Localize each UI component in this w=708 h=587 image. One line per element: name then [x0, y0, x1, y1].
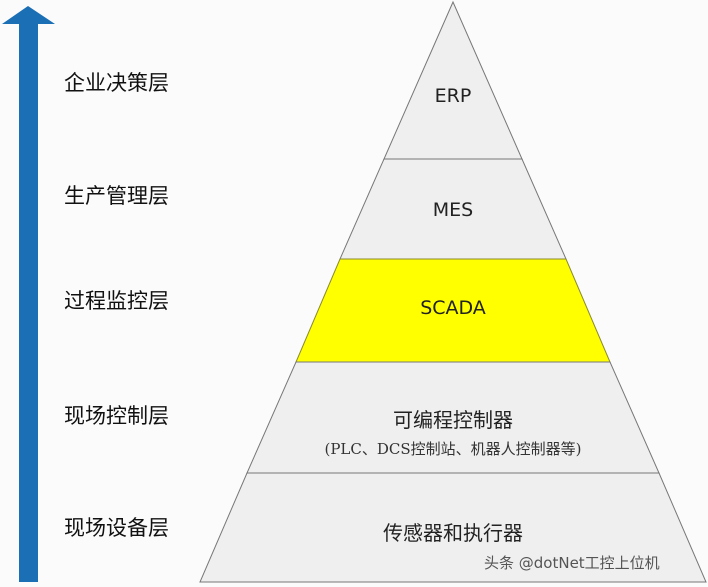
layer-erp-shape	[383, 0, 523, 160]
layer-controller-detail: (PLC、DCS控制站、机器人控制器等)	[324, 440, 582, 458]
layer-erp-text: ERP	[434, 85, 472, 107]
layer-controller-text: 可编程控制器	[393, 408, 513, 432]
level-label-control: 现场控制层	[64, 404, 169, 428]
level-label-production: 生产管理层	[64, 184, 169, 208]
layer-scada-text: SCADA	[420, 297, 486, 319]
layer-mes-text: MES	[432, 199, 474, 221]
level-label-enterprise: 企业决策层	[64, 71, 169, 95]
layer-device-text: 传感器和执行器	[383, 521, 523, 545]
layer-device-shape	[199, 472, 707, 583]
level-label-device: 现场设备层	[64, 516, 169, 540]
watermark: 头条 @dotNet工控上位机	[484, 554, 660, 572]
upward-arrow-icon	[2, 6, 55, 582]
level-label-process: 过程监控层	[64, 289, 169, 313]
